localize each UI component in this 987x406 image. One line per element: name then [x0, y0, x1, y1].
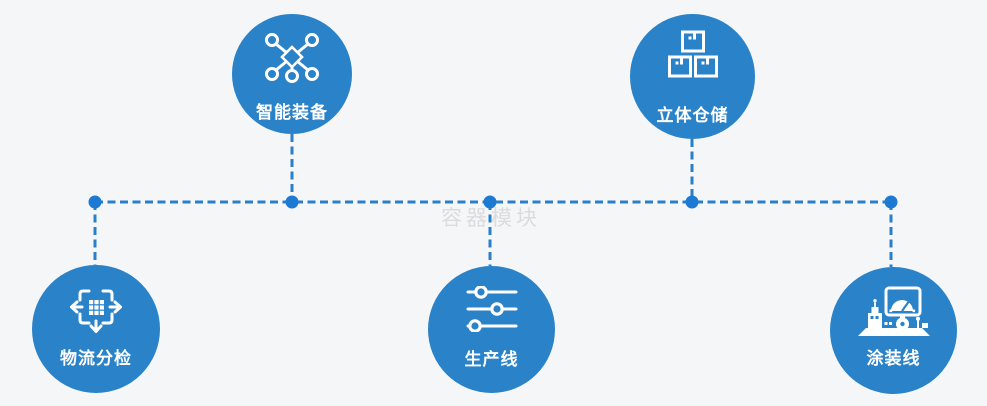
node-label: 物流分检 — [60, 349, 132, 369]
network-nodes-icon — [261, 31, 323, 83]
node-label: 智能装备 — [256, 103, 328, 123]
node-label: 立体仓储 — [656, 106, 729, 126]
sliders-icon — [465, 285, 519, 333]
node-label: 生产线 — [464, 350, 519, 370]
junction-dot — [88, 195, 102, 209]
junction-dot — [285, 195, 299, 209]
stacked-boxes-icon — [664, 29, 722, 83]
node-coating-line: 涂装线 — [830, 267, 957, 394]
control-panel-icon — [856, 282, 932, 340]
node-logistics-sorting: 物流分检 — [32, 265, 160, 393]
junction-dot — [685, 195, 699, 209]
node-stacked-warehouse: 立体仓储 — [630, 14, 755, 139]
sort-arrows-icon — [68, 279, 124, 335]
watermark: 容器模块 — [441, 206, 541, 230]
node-label: 涂装线 — [866, 349, 921, 369]
junction-dot — [884, 195, 898, 209]
node-production-line: 生产线 — [428, 266, 555, 393]
node-smart-equipment: 智能装备 — [232, 14, 352, 134]
